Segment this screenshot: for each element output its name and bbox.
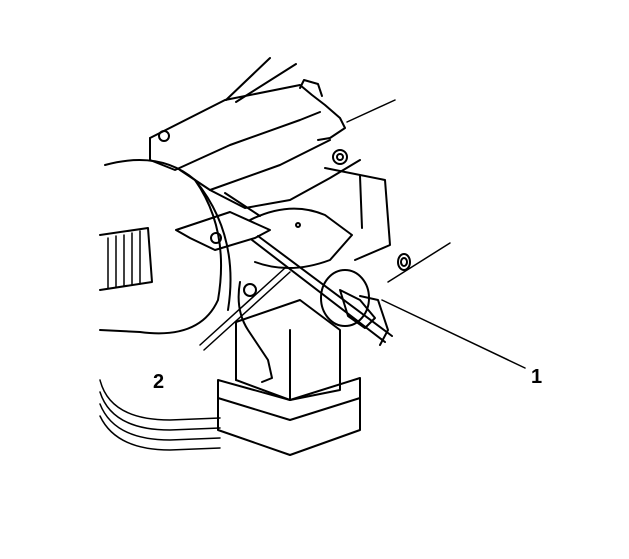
wire-lines <box>225 57 297 103</box>
callout-label-1: 1 <box>531 366 543 388</box>
leader-1-line <box>381 299 526 369</box>
callout-label-2: 2 <box>153 371 165 393</box>
screw-hole <box>158 130 170 142</box>
leader-2-line <box>199 267 291 351</box>
